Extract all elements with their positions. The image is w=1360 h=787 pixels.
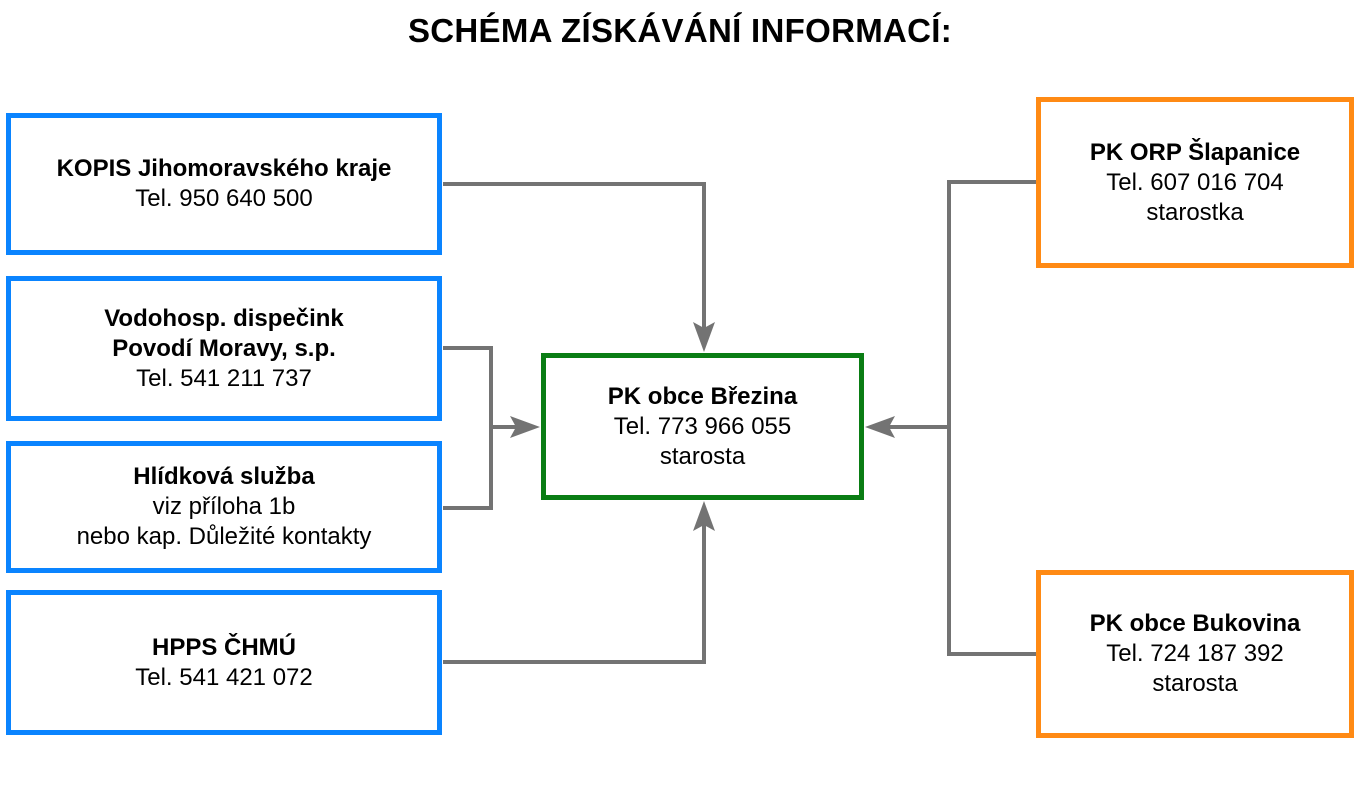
node-bukovina-role: starosta	[1152, 670, 1238, 697]
node-orp-phone: Tel. 607 016 704	[1106, 168, 1284, 196]
node-vodohosp-name-1: Vodohosp. dispečink	[104, 304, 344, 332]
node-hpps: HPPS ČHMÚ Tel. 541 421 072	[6, 590, 442, 735]
node-hlidkova-name: Hlídková služba	[133, 463, 315, 490]
node-bukovina-name: PK obce Bukovina	[1089, 610, 1301, 637]
node-hlidkova-line3: nebo kap. Důležité kontakty	[76, 523, 372, 550]
node-orp-role: starostka	[1146, 198, 1244, 226]
node-kopis-name: KOPIS Jihomoravského kraje	[56, 155, 392, 182]
node-center-role: starosta	[659, 442, 746, 470]
node-orp-name: PK ORP Šlapanice	[1089, 138, 1301, 166]
node-vodohosp-phone: Tel. 541 211 737	[136, 364, 312, 392]
node-bukovina: PK obce Bukovina Tel. 724 187 392 staros…	[1036, 570, 1354, 738]
connector-hpps-to-center	[443, 518, 706, 664]
connector-kopis-to-center	[443, 182, 706, 335]
node-center-name: PK obce Březina	[607, 382, 798, 410]
arrowhead-left-icon	[510, 416, 540, 438]
node-hpps-phone: Tel. 541 421 072	[135, 663, 313, 691]
node-center-phone: Tel. 773 966 055	[613, 412, 792, 440]
node-bukovina-phone: Tel. 724 187 392	[1106, 640, 1284, 667]
node-kopis: KOPIS Jihomoravského kraje Tel. 950 640 …	[6, 113, 442, 255]
connector-vodohosp	[443, 346, 493, 510]
node-orp-slapanice: PK ORP Šlapanice Tel. 607 016 704 staros…	[1036, 97, 1354, 268]
node-kopis-phone: Tel. 950 640 500	[135, 185, 313, 212]
arrowhead-right-icon	[865, 416, 895, 438]
node-vodohosp-name-2: Povodí Moravy, s.p.	[112, 334, 336, 362]
connector-right-bracket	[947, 180, 1036, 656]
node-center-brezina: PK obce Březina Tel. 773 966 055 starost…	[541, 353, 864, 500]
node-hlidkova-line2: viz příloha 1b	[152, 493, 296, 520]
diagram-title: SCHÉMA ZÍSKÁVÁNÍ INFORMACÍ:	[407, 12, 953, 49]
node-hpps-name: HPPS ČHMÚ	[151, 633, 296, 661]
arrowhead-bottom-icon	[693, 501, 715, 531]
arrowhead-top-icon	[693, 322, 715, 352]
node-vodohosp: Vodohosp. dispečink Povodí Moravy, s.p. …	[6, 276, 442, 421]
node-hlidkova: Hlídková služba viz příloha 1b nebo kap.…	[6, 441, 442, 573]
